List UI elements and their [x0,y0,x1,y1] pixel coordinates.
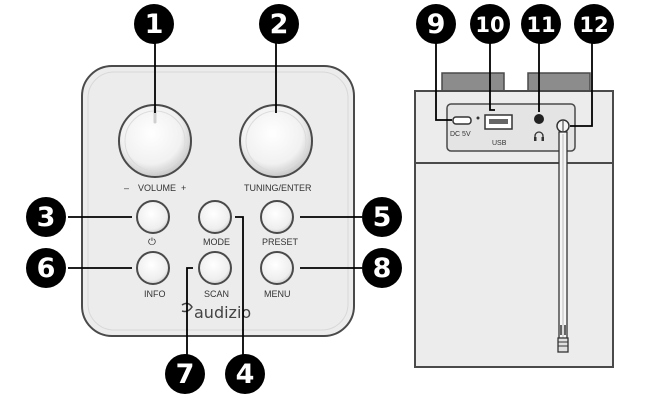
volume-plus-label: + [181,183,186,193]
power-icon: ⏻ [148,237,156,248]
front-panel-inner-edge [87,71,349,331]
tuning-enter-label: TUNING/ENTER [244,183,312,193]
svg-text:12: 12 [579,13,608,37]
svg-text:4: 4 [236,359,255,390]
brand-logo: audizio [181,302,251,322]
indicator-dot [476,116,480,120]
tuning-enter-knob[interactable] [239,104,313,178]
callout-8: 8 [362,248,402,288]
menu-button[interactable] [260,251,294,285]
svg-text:9: 9 [427,9,446,40]
volume-label: VOLUME [138,183,176,193]
preset-label: PRESET [262,237,299,247]
svg-text:7: 7 [176,359,195,390]
callout-11: 11 [521,4,561,44]
svg-text:5: 5 [373,202,392,233]
mode-button[interactable] [198,200,232,234]
headphone-jack [534,114,544,124]
back-body-lower [414,162,614,368]
svg-text:8: 8 [373,253,392,284]
callout-2: 2 [259,4,299,44]
mode-label: MODE [203,237,230,247]
menu-label: MENU [264,289,291,299]
volume-minus-label: – [124,183,129,193]
back-panel: DC 5V USB [414,72,614,368]
info-button[interactable] [136,251,170,285]
leader-lines [68,36,593,355]
callout-4: 4 [225,354,265,394]
svg-text:11: 11 [526,13,555,37]
svg-text:1: 1 [145,9,164,40]
usb-label: USB [492,140,507,147]
info-label: INFO [144,289,166,299]
antenna-tip [557,337,569,353]
brand-text: audizio [194,303,251,322]
svg-text:10: 10 [475,13,504,37]
usb-port-contacts [489,119,508,124]
preset-button[interactable] [260,200,294,234]
headphone-icon [534,131,544,141]
dc-label: DC 5V [450,131,471,138]
callout-7: 7 [165,354,205,394]
svg-text:6: 6 [37,253,56,284]
svg-text:2: 2 [270,9,289,40]
callout-5: 5 [362,197,402,237]
volume-knob[interactable] [118,104,192,178]
callout-12: 12 [574,4,614,44]
callout-9: 9 [416,4,456,44]
power-button[interactable] [136,200,170,234]
scan-button[interactable] [198,251,232,285]
svg-text:3: 3 [37,202,56,233]
callout-6: 6 [26,248,66,288]
dc-port [452,116,472,125]
callout-10: 10 [470,4,510,44]
callout-3: 3 [26,197,66,237]
scan-label: SCAN [204,289,229,299]
callout-1: 1 [134,4,174,44]
